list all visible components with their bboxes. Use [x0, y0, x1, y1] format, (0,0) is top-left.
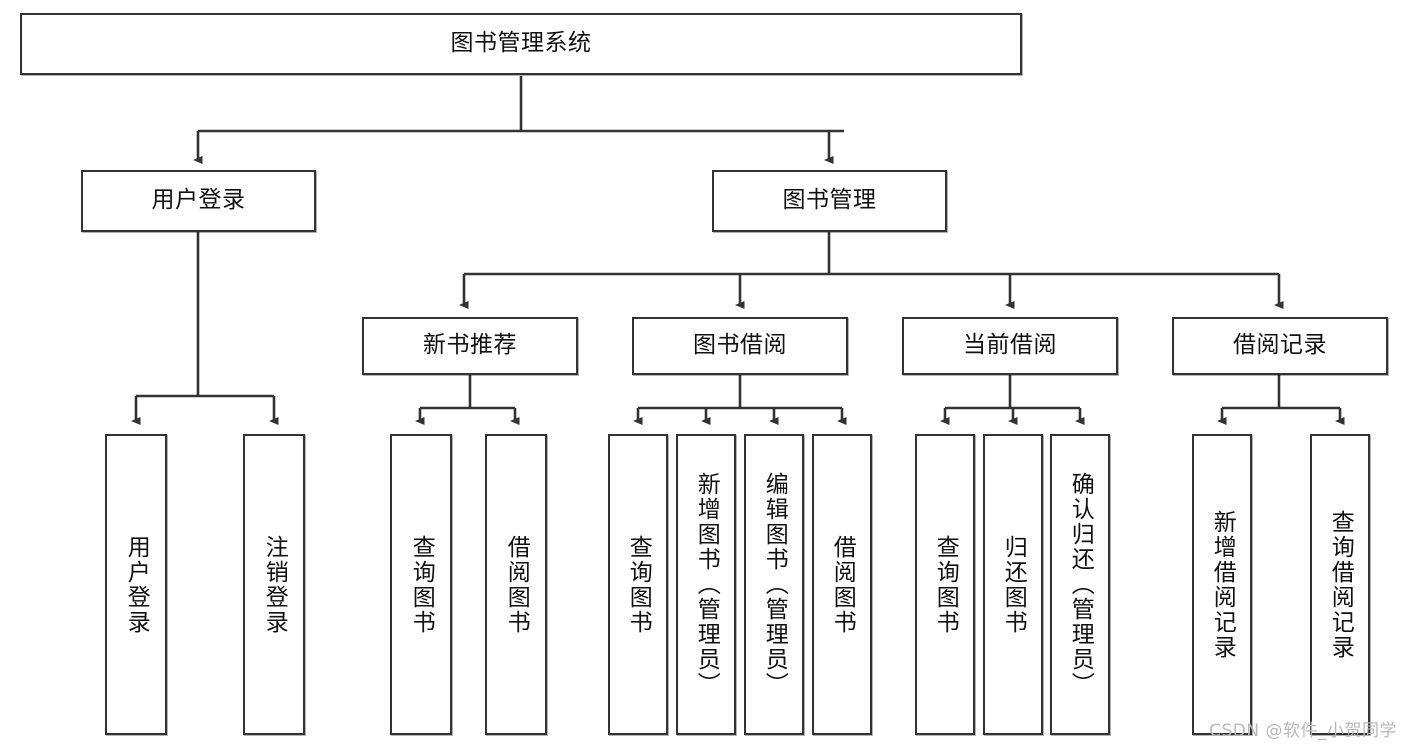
node-label: 新增图书（管理员）	[693, 472, 720, 697]
node-label: 新增借阅记录	[1209, 509, 1236, 660]
node-user-login[interactable]: 用户登录	[81, 170, 316, 232]
node-label: 编辑图书（管理员）	[761, 472, 788, 697]
node-label: 查询借阅记录	[1327, 509, 1354, 660]
leaf-current-confirm-return-admin[interactable]: 确认归还（管理员）	[1050, 434, 1110, 735]
node-label: 当前借阅	[963, 332, 1057, 359]
leaf-user-login-login[interactable]: 用户登录	[105, 434, 167, 735]
leaf-current-return-book[interactable]: 归还图书	[983, 434, 1043, 735]
leaf-current-query-book[interactable]: 查询图书	[915, 434, 975, 735]
node-book-management[interactable]: 图书管理	[712, 170, 947, 232]
node-current-borrow[interactable]: 当前借阅	[902, 317, 1118, 375]
node-label: 注销登录	[261, 534, 288, 635]
node-label: 查询图书	[408, 534, 435, 635]
leaf-user-login-logout[interactable]: 注销登录	[243, 434, 305, 735]
node-label: 图书管理	[782, 187, 877, 214]
leaf-record-query-borrow-record[interactable]: 查询借阅记录	[1310, 434, 1370, 735]
node-label: 确认归还（管理员）	[1067, 472, 1094, 697]
leaf-recommend-query-book[interactable]: 查询图书	[390, 434, 452, 735]
node-label: 图书借阅	[693, 332, 787, 359]
node-new-book-recommend[interactable]: 新书推荐	[362, 317, 578, 375]
node-label: 新书推荐	[423, 332, 517, 359]
leaf-borrow-query-book[interactable]: 查询图书	[608, 434, 668, 735]
watermark-text: CSDN @软件_小贺同学	[1209, 721, 1397, 741]
leaf-recommend-borrow-book[interactable]: 借阅图书	[485, 434, 547, 735]
leaf-borrow-add-book-admin[interactable]: 新增图书（管理员）	[676, 434, 736, 735]
node-root-book-management-system[interactable]: 图书管理系统	[20, 13, 1022, 75]
node-borrow-record[interactable]: 借阅记录	[1172, 317, 1388, 375]
node-label: 图书管理系统	[450, 30, 592, 57]
leaf-record-add-borrow-record[interactable]: 新增借阅记录	[1192, 434, 1252, 735]
node-label: 借阅图书	[503, 534, 530, 635]
node-book-borrow[interactable]: 图书借阅	[632, 317, 848, 375]
node-label: 借阅图书	[829, 534, 856, 635]
node-label: 查询图书	[932, 534, 959, 635]
node-label: 用户登录	[151, 187, 246, 214]
node-label: 用户登录	[123, 534, 150, 635]
leaf-borrow-borrow-book[interactable]: 借阅图书	[812, 434, 872, 735]
leaf-borrow-edit-book-admin[interactable]: 编辑图书（管理员）	[744, 434, 804, 735]
node-label: 查询图书	[625, 534, 652, 635]
node-label: 借阅记录	[1233, 332, 1327, 359]
node-label: 归还图书	[1000, 534, 1027, 635]
